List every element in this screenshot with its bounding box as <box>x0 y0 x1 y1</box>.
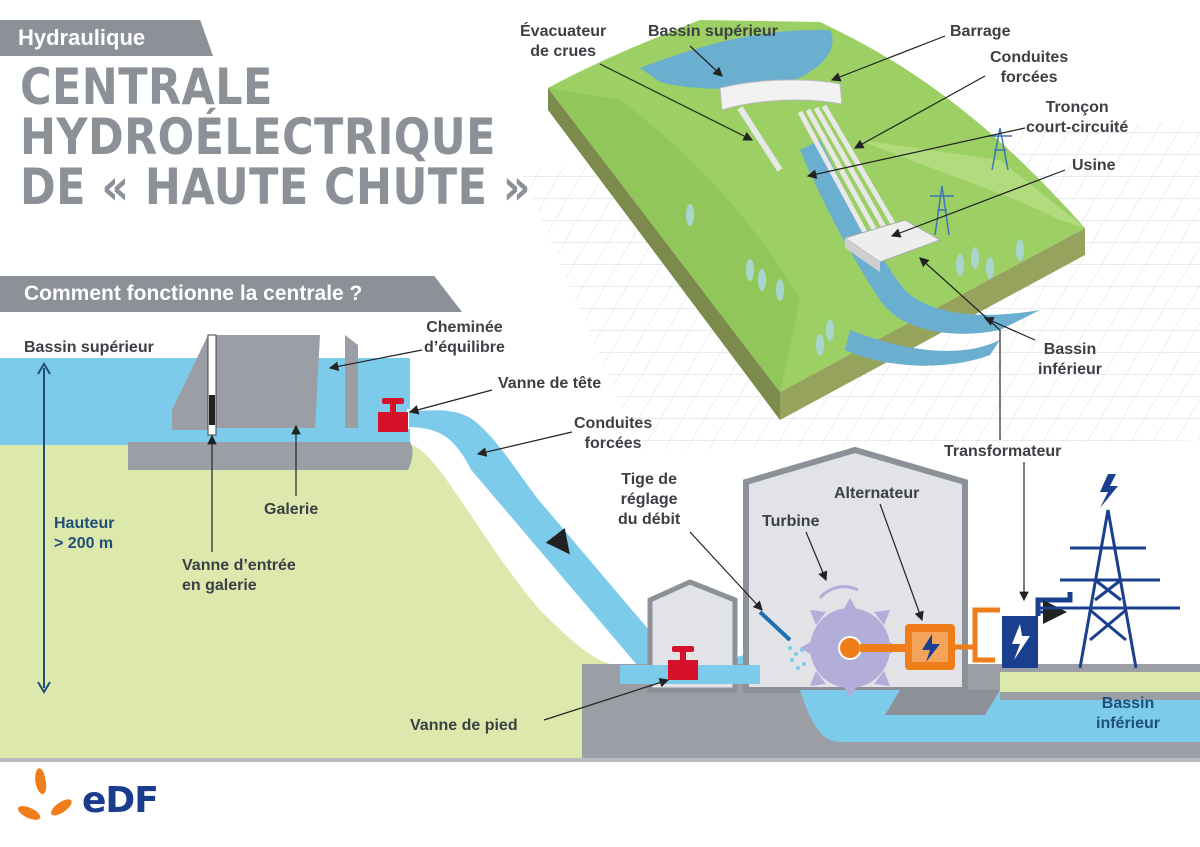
label-usine: Usine <box>1072 157 1116 174</box>
aerial-trees <box>686 204 1024 356</box>
aerial-leaders <box>599 35 1066 440</box>
electricity-icon <box>1100 474 1118 508</box>
label-turbine: Turbine <box>762 513 820 530</box>
label-barrage: Barrage <box>950 23 1011 40</box>
pylon <box>1040 509 1180 669</box>
transformer <box>1002 616 1038 668</box>
upper-reservoir <box>640 29 833 89</box>
shaft <box>860 644 908 652</box>
page-title: CENTRALE HYDROÉLECTRIQUE DE « HAUTE CHUT… <box>20 62 614 212</box>
foot-gate <box>668 646 698 680</box>
bottom-rule <box>0 758 1200 762</box>
category-tag: Hydraulique <box>0 20 213 56</box>
head-gate <box>378 398 408 432</box>
title-line-1: CENTRALE <box>20 58 273 116</box>
label-galerie: Galerie <box>264 501 319 518</box>
edf-logo-mark <box>18 768 72 820</box>
flow-needle <box>758 610 792 642</box>
label-alternateur: Alternateur <box>834 485 920 502</box>
title-line-3: DE « HAUTE CHUTE » <box>20 158 531 216</box>
aerial-spillway <box>737 106 783 172</box>
rotation-arrow <box>818 585 859 600</box>
title-line-2: HYDROÉLECTRIQUE <box>20 108 496 166</box>
output-cable <box>955 607 1000 650</box>
aerial-pylons <box>930 127 1012 236</box>
alternator <box>905 624 955 670</box>
label-vanne-pied: Vanne de pied <box>410 717 518 734</box>
upper-dam-wall <box>172 335 320 430</box>
subtitle-tag: Comment fonctionne la centrale ? <box>0 276 462 312</box>
flow-arrow-1 <box>543 521 570 555</box>
terrain-top <box>548 20 1085 392</box>
gallery-tube <box>208 428 408 440</box>
aerial-view <box>520 20 1200 450</box>
hillside <box>0 445 620 760</box>
label-bassin-superieur: Bassin supérieur <box>24 339 154 356</box>
label-aerial-bassin-sup: Bassin supérieur <box>648 23 778 40</box>
gallery-block <box>128 442 413 470</box>
aerial-penstocks <box>797 104 901 240</box>
label-vanne-tete: Vanne de tête <box>498 375 602 392</box>
terrain-side-left <box>548 88 780 420</box>
lower-bank <box>1000 672 1200 692</box>
dam <box>719 79 843 111</box>
section-leaders <box>207 349 1029 721</box>
label-hauteur: Hauteur> 200 m <box>54 515 115 552</box>
label-transformateur: Transformateur <box>944 443 1062 460</box>
cross-section <box>0 334 1200 762</box>
edf-logo-text[interactable]: eDF <box>82 780 159 821</box>
